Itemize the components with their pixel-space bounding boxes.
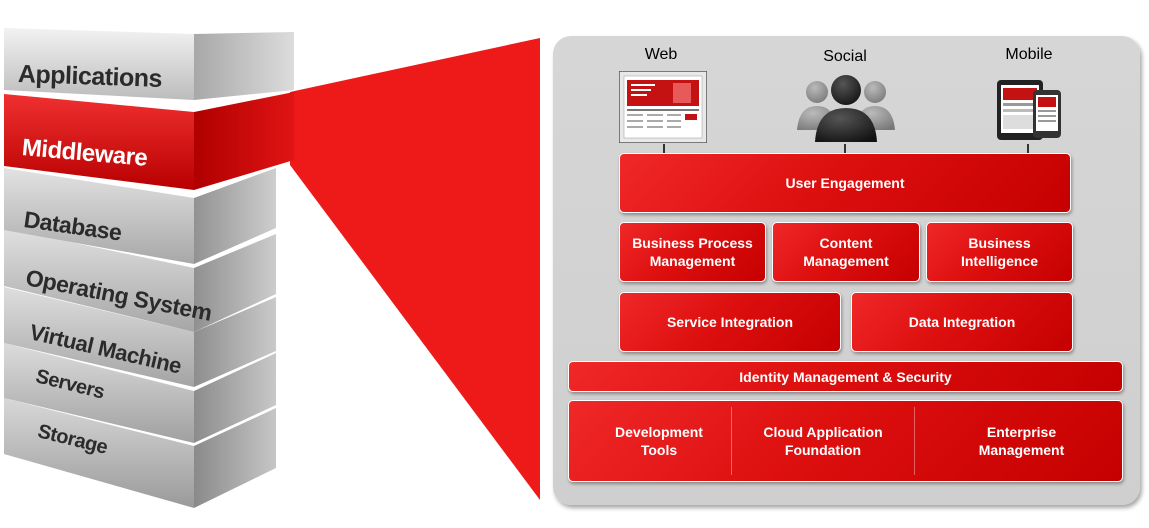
user-engagement-box: User Engagement xyxy=(619,153,1071,213)
layer-database: Database xyxy=(4,168,294,278)
technology-stack: Storage Servers Virtual Machine xyxy=(0,0,300,528)
data-integration-label: Data Integration xyxy=(908,314,1016,330)
layer-virtual-machine: Virtual Machine xyxy=(4,287,294,397)
development-tools-label: Development Tools xyxy=(615,424,703,458)
identity-security-label: Identity Management & Security xyxy=(739,368,952,385)
business-intelligence-label: Business Intelligence xyxy=(960,235,1039,269)
layer-applications: Applications xyxy=(4,28,294,118)
layer-servers: Servers xyxy=(4,343,294,453)
service-integration-box: Service Integration xyxy=(619,292,841,352)
connector-social xyxy=(844,144,846,158)
middleware-panel: Web Social Mobile xyxy=(553,36,1140,505)
people-icon xyxy=(797,75,895,142)
business-intelligence-box: Business Intelligence xyxy=(926,222,1073,282)
content-management-box: Content Management xyxy=(772,222,920,282)
channel-label-mobile: Mobile xyxy=(1005,46,1053,63)
cloud-application-foundation-cell: Cloud Application Foundation xyxy=(729,401,917,481)
cloud-application-foundation-label: Cloud Application Foundation xyxy=(763,424,883,458)
layer-label: Applications xyxy=(17,60,163,94)
mobile-devices-icon xyxy=(997,80,1061,140)
layer-middleware: Middleware xyxy=(4,92,294,204)
layer-storage: Storage xyxy=(4,398,294,518)
connector-web xyxy=(663,144,665,158)
enterprise-management-label: Enterprise Management xyxy=(978,424,1065,458)
channel-label-web: Web xyxy=(644,46,678,63)
bpm-label: Business Process Management xyxy=(632,235,753,269)
web-browser-icon xyxy=(619,71,707,143)
service-integration-label: Service Integration xyxy=(666,314,794,330)
foundation-block: Development Tools Cloud Application Foun… xyxy=(568,400,1123,482)
divider xyxy=(914,407,915,475)
content-management-label: Content Management xyxy=(803,235,889,269)
connector-mobile xyxy=(1027,144,1029,158)
enterprise-management-cell: Enterprise Management xyxy=(919,401,1124,481)
divider xyxy=(731,407,732,475)
user-engagement-label: User Engagement xyxy=(785,175,905,191)
data-integration-box: Data Integration xyxy=(851,292,1073,352)
identity-security-bar: Identity Management & Security xyxy=(568,361,1123,392)
development-tools-cell: Development Tools xyxy=(569,401,749,481)
layer-operating-system: Operating System xyxy=(4,228,294,338)
bpm-box: Business Process Management xyxy=(619,222,766,282)
channel-label-social: Social xyxy=(823,48,867,65)
